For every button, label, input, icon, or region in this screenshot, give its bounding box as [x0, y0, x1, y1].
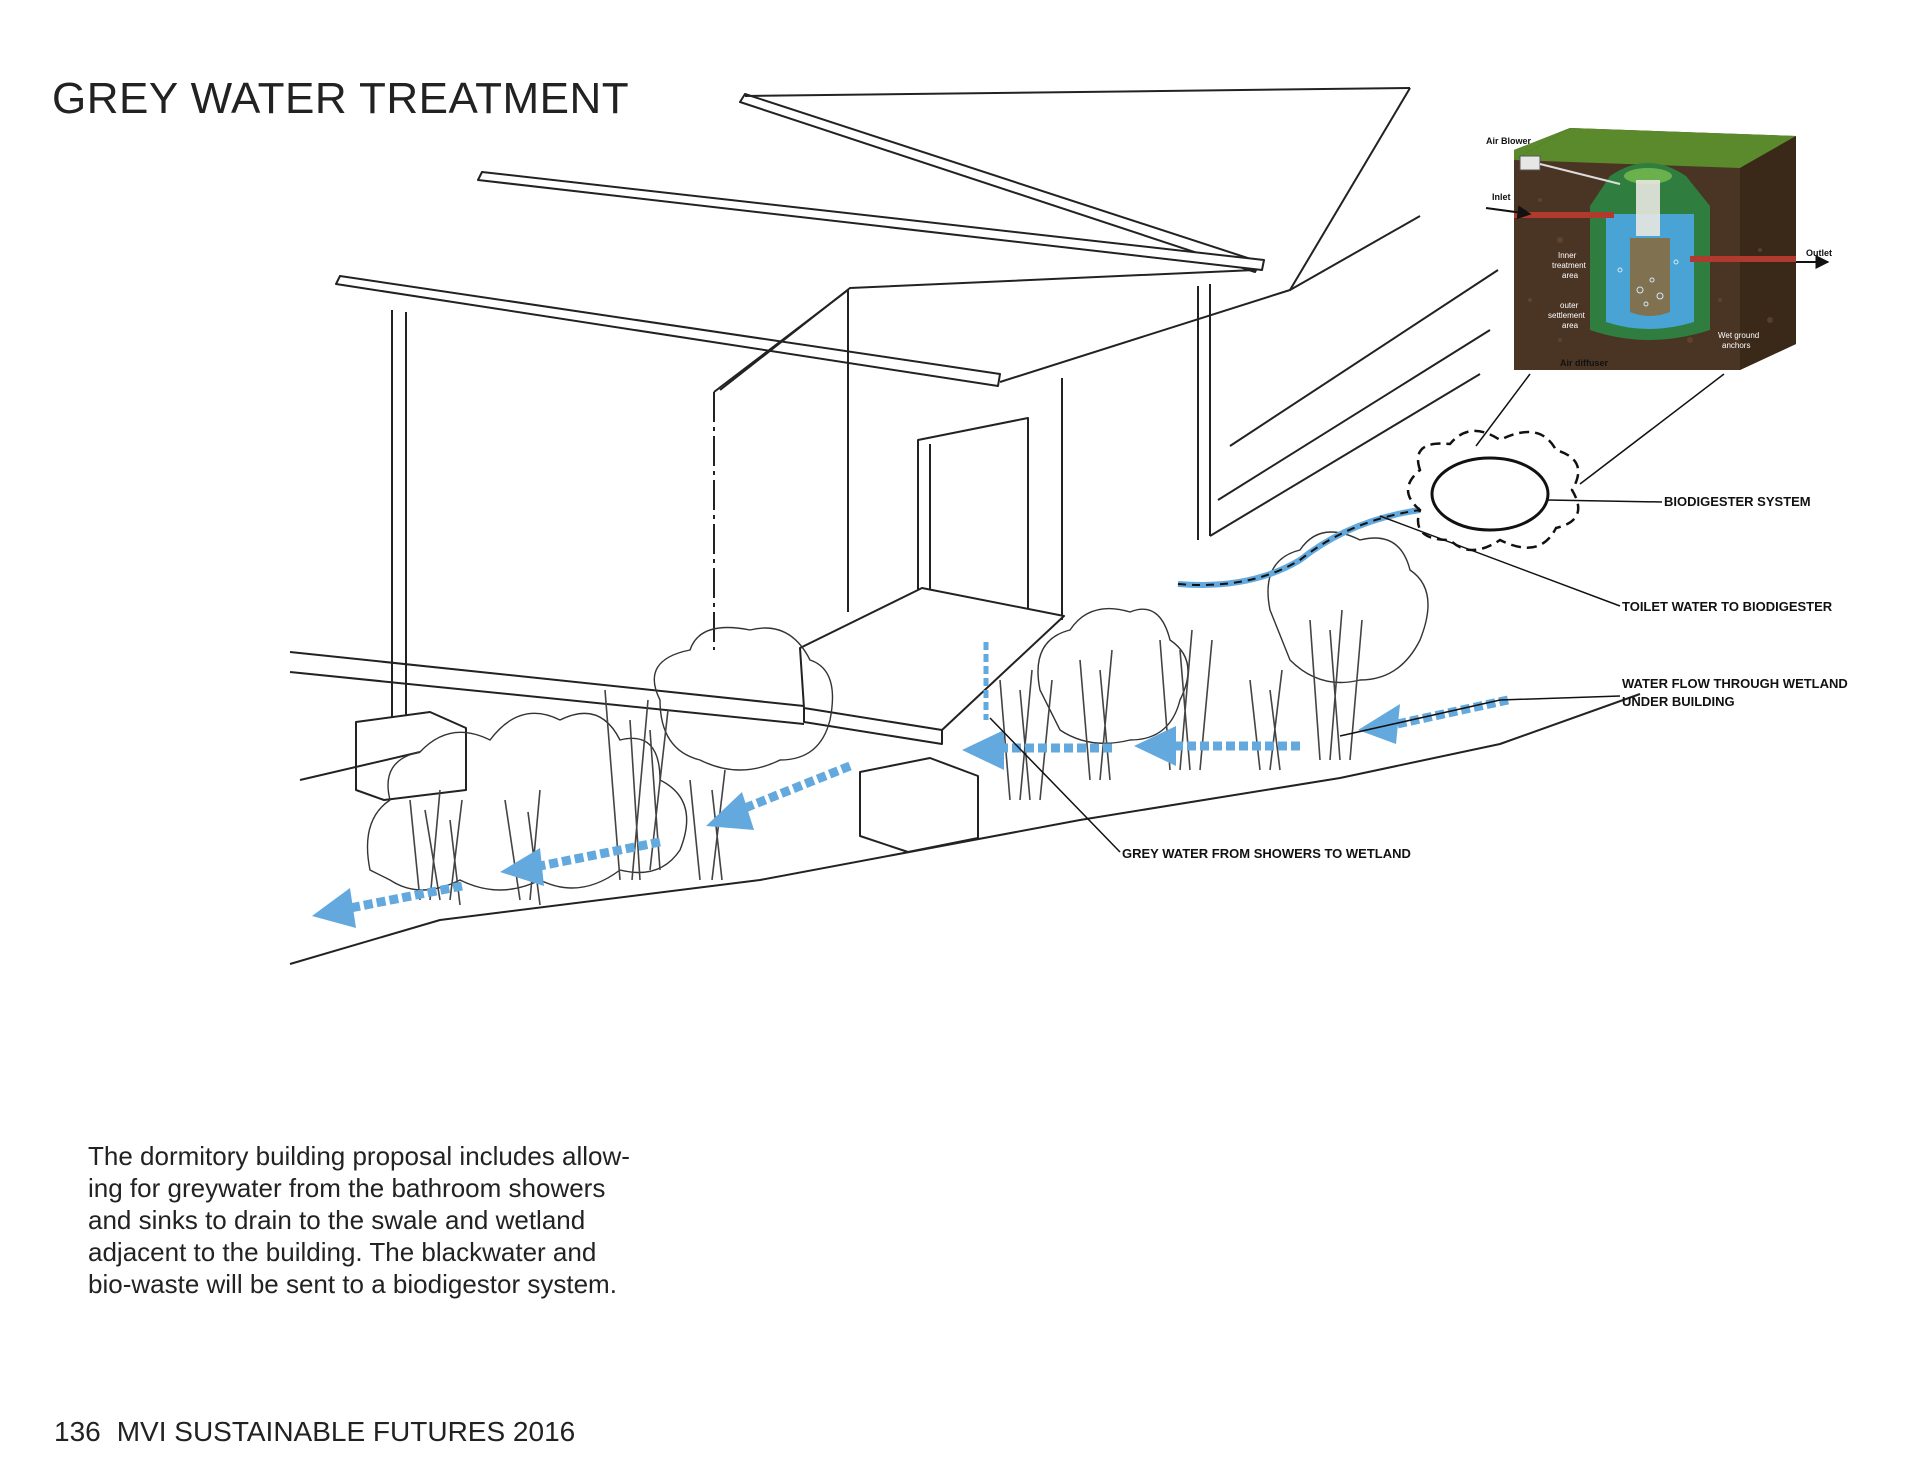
inset-inlet: Inlet [1492, 192, 1511, 202]
callout-wetland-flow-1: WATER FLOW THROUGH WETLAND [1622, 676, 1848, 691]
callout-wetland-flow-2: UNDER BUILDING [1622, 694, 1735, 709]
body-line: ing for greywater from the bathroom show… [88, 1172, 688, 1204]
page-footer: 136 MVI SUSTAINABLE FUTURES 2016 [54, 1416, 591, 1448]
biodigester-symbol [1408, 431, 1578, 550]
body-paragraph: The dormitory building proposal includes… [88, 1140, 688, 1300]
inset-wet-ground-1: Wet ground [1718, 331, 1759, 340]
building-sketch [290, 88, 1640, 964]
callout-biodigester: BIODIGESTER SYSTEM [1664, 494, 1811, 509]
page-number: 136 [54, 1416, 101, 1447]
inset-air-diffuser: Air diffuser [1560, 358, 1609, 368]
body-line: bio-waste will be sent to a biodigestor … [88, 1268, 688, 1300]
callout-grey-water: GREY WATER FROM SHOWERS TO WETLAND [1122, 846, 1411, 861]
body-line: adjacent to the building. The blackwater… [88, 1236, 688, 1268]
callout-toilet-water: TOILET WATER TO BIODIGESTER [1622, 599, 1833, 614]
body-line: The dormitory building proposal includes… [88, 1140, 688, 1172]
leader-lines [990, 374, 1724, 852]
inset-outer-1: outer [1560, 301, 1579, 310]
publication-name: MVI SUSTAINABLE FUTURES 2016 [117, 1416, 576, 1447]
inset-inner-3: area [1562, 271, 1579, 280]
inset-inner-2: treatment [1552, 261, 1587, 270]
inset-air-blower: Air Blower [1486, 136, 1532, 146]
inset-outer-2: settlement [1548, 311, 1586, 320]
inset-inner-1: Inner [1558, 251, 1577, 260]
biodigester-inset: Air Blower Inlet Outlet Inner treatment … [1486, 128, 1832, 370]
inset-outlet: Outlet [1806, 248, 1832, 258]
inset-wet-ground-2: anchors [1722, 341, 1750, 350]
body-line: and sinks to drain to the swale and wetl… [88, 1204, 688, 1236]
inset-outer-3: area [1562, 321, 1579, 330]
